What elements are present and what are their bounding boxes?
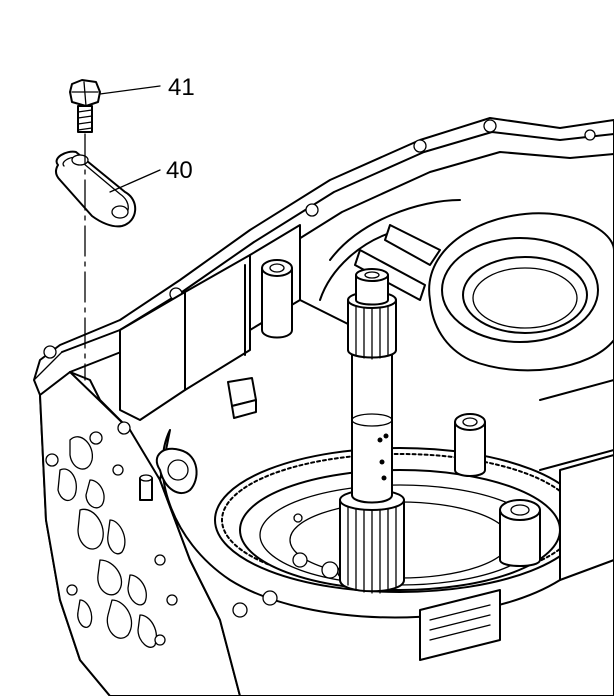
- bolt: [69, 79, 101, 133]
- cover-plate: [54, 150, 137, 228]
- valve-body-cavity: [119, 224, 361, 421]
- callout-leader-41: [99, 85, 161, 95]
- callout-label-40: 40: [166, 157, 193, 184]
- right-bosses: [419, 379, 614, 661]
- callout-label-41: 41: [168, 74, 195, 101]
- upper-bore: [319, 199, 614, 372]
- callout-leader-40: [109, 169, 161, 193]
- shaft: [339, 268, 405, 594]
